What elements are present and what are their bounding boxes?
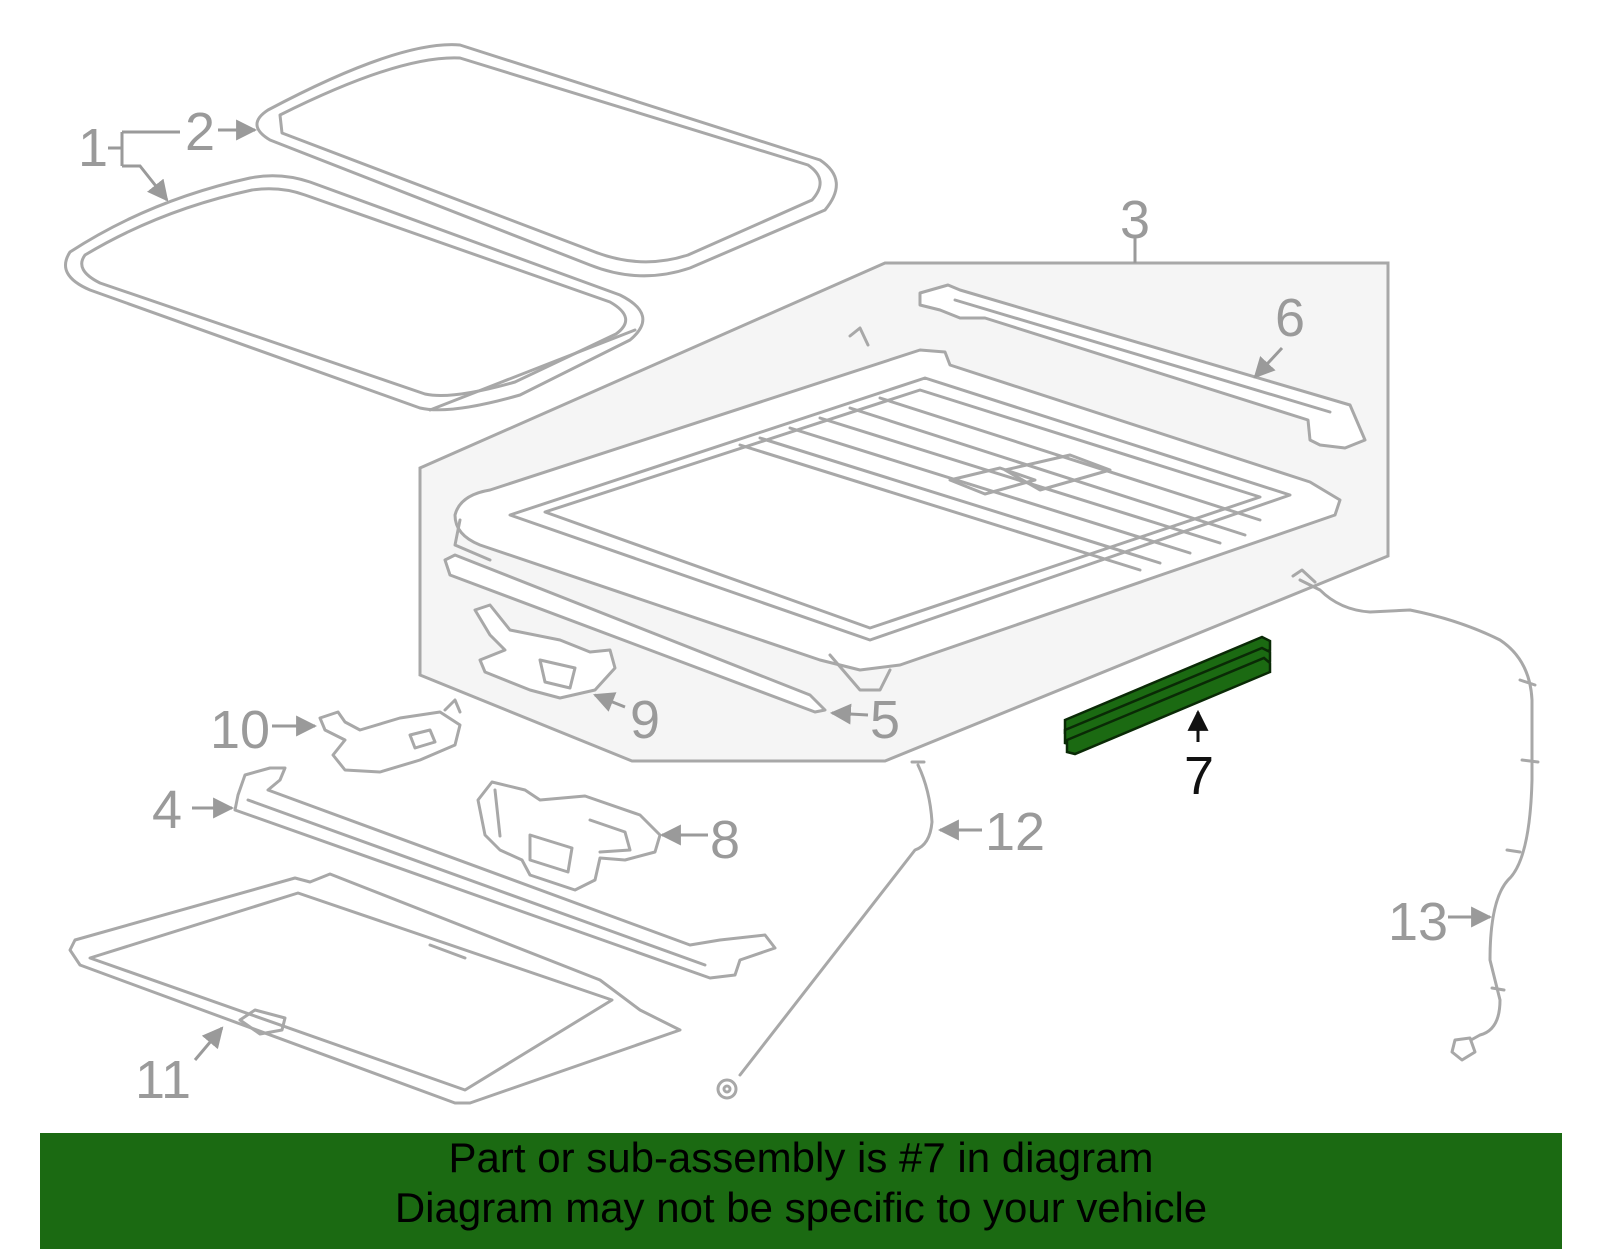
drain-hose	[716, 760, 934, 1100]
banner-line-2: Diagram may not be specific to your vehi…	[394, 1184, 1208, 1231]
callout-5: 5	[870, 690, 900, 750]
callout-1: 1	[78, 118, 108, 178]
cable-track	[233, 766, 777, 980]
callout-12: 12	[985, 802, 1045, 862]
info-banner: Part or sub-assembly is #7 in diagram Di…	[40, 1133, 1562, 1249]
callout-11: 11	[135, 1050, 191, 1110]
sunshade	[68, 872, 682, 1105]
glass-panel-upper	[255, 43, 838, 278]
leader-lines	[108, 119, 1493, 1061]
callout-7: 7	[1184, 746, 1214, 806]
part-7-highlighted-seal	[1063, 635, 1272, 756]
callout-6: 6	[1275, 288, 1305, 348]
callout-13: 13	[1388, 892, 1448, 952]
drain-hose-rear	[1291, 568, 1540, 1062]
callout-4: 4	[152, 780, 182, 840]
callout-2: 2	[185, 102, 215, 162]
frame-assembly-box	[418, 261, 1390, 763]
callout-10: 10	[210, 700, 270, 760]
banner-line-1: Part or sub-assembly is #7 in diagram	[448, 1134, 1154, 1181]
callout-8: 8	[710, 810, 740, 870]
callout-3: 3	[1120, 190, 1150, 250]
drive-motor	[476, 780, 662, 892]
callout-9: 9	[630, 690, 660, 750]
harness-small	[318, 698, 462, 774]
